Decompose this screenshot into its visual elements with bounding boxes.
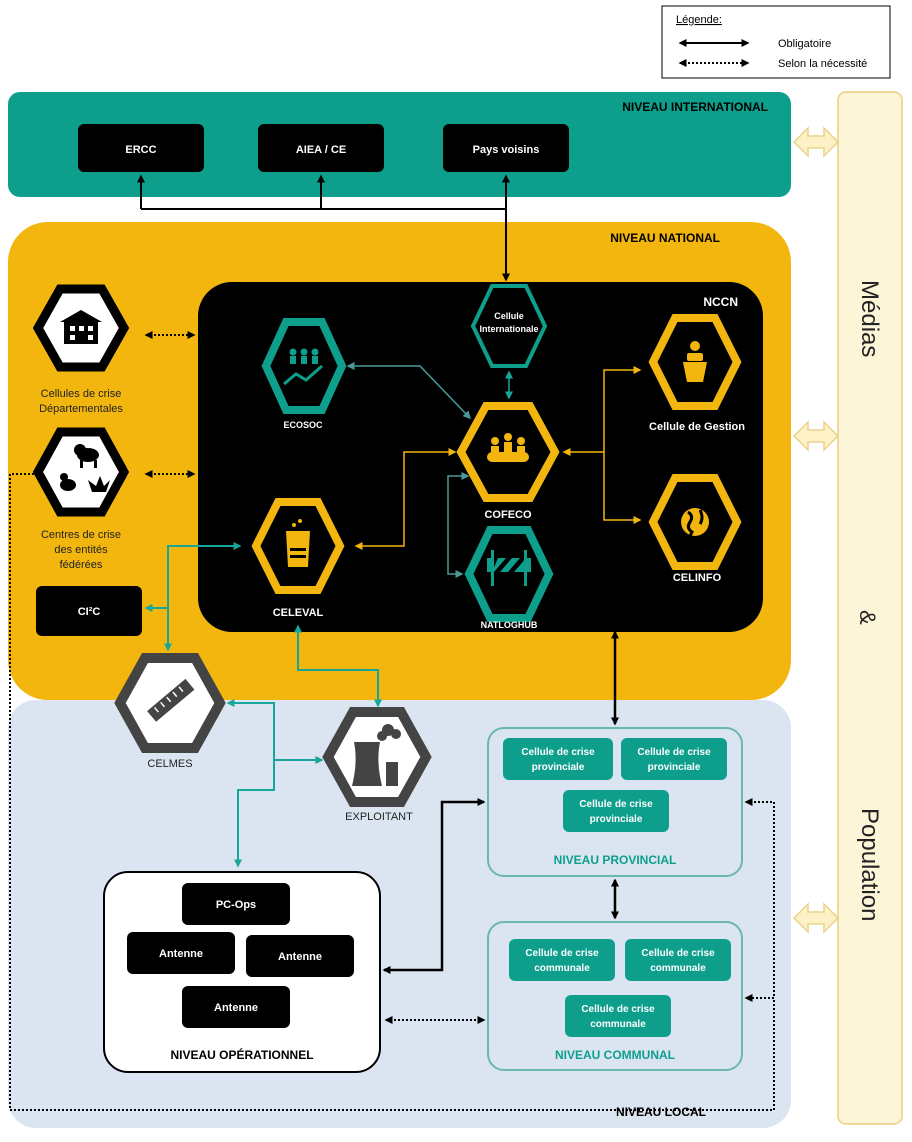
celeval-hex (251, 498, 345, 594)
nccn-connectors (346, 362, 642, 578)
federated-entities-label-2: des entités (54, 544, 108, 556)
federated-entities-label-3: fédérées (60, 559, 103, 571)
communal-cell-2: Cellule de crise communale (625, 939, 731, 981)
nccn-title: NCCN (703, 295, 738, 309)
departmental-cells-hex (32, 284, 130, 372)
svg-text:communale: communale (534, 963, 590, 974)
international-cell-hex: Cellule Internationale (470, 284, 548, 368)
animals-icon (60, 444, 110, 492)
communal-cell-1: Cellule de crise communale (509, 939, 615, 981)
svg-text:ERCC: ERCC (125, 144, 156, 156)
local-level-title: NIVEAU LOCAL (616, 1105, 706, 1119)
svg-text:provinciale: provinciale (648, 762, 701, 773)
svg-text:Cellule de crise: Cellule de crise (521, 747, 595, 758)
speaker-podium-icon (683, 341, 707, 382)
celinfo-label: CELINFO (673, 572, 722, 584)
provincial-cell-1: Cellule de crise provinciale (503, 738, 613, 780)
road-barrier-icon (487, 550, 531, 586)
building-icon (60, 310, 102, 344)
globe-icon (681, 508, 709, 537)
international-cell-label-2: Internationale (479, 324, 538, 334)
ruler-icon (147, 678, 195, 722)
ecosoc-hex (261, 318, 347, 414)
black-dotted-connectors (9, 473, 775, 1111)
ecosoc-label: ECOSOC (283, 420, 323, 430)
media-population-panel: Médias & Population (837, 91, 903, 1125)
federated-entities-hex (32, 427, 130, 517)
management-cell-label: Cellule de Gestion (649, 421, 745, 433)
international-level-band (8, 92, 791, 197)
pcops-box: PC-Ops (182, 883, 290, 925)
departmental-cells-label-2: Départementales (39, 403, 123, 415)
national-media-arrow (792, 420, 840, 452)
local-media-arrow (792, 902, 840, 934)
provincial-cell-2: Cellule de crise provinciale (621, 738, 727, 780)
antenne-box-2: Antenne (246, 935, 354, 977)
operator-label: EXPLOITANT (345, 811, 413, 823)
federated-entities-label-1: Centres de crise (41, 529, 121, 541)
international-cell-label-1: Cellule (494, 311, 524, 321)
growth-team-icon (283, 348, 323, 386)
svg-text:Antenne: Antenne (159, 948, 203, 960)
provincial-cell-3: Cellule de crise provinciale (563, 790, 669, 832)
celmes-hex (114, 653, 226, 753)
svg-text:Pays voisins: Pays voisins (473, 144, 540, 156)
natloghub-label: NATLOGHUB (481, 620, 538, 630)
aiea-box: AIEA / CE (258, 124, 384, 172)
communal-level-title: NIVEAU COMMUNAL (555, 1048, 675, 1062)
national-level-title: NIVEAU NATIONAL (610, 231, 720, 245)
provincial-level-title: NIVEAU PROVINCIAL (554, 853, 677, 867)
svg-text:PC-Ops: PC-Ops (216, 899, 256, 911)
svg-text:communale: communale (590, 1019, 646, 1030)
departmental-cells-label-1: Cellules de crise (41, 388, 122, 400)
natloghub-hex (464, 526, 554, 622)
antenne-box-1: Antenne (127, 932, 235, 974)
legend: Légende: Obligatoire Selon la nécessité (661, 5, 891, 79)
media-arrows (792, 126, 840, 934)
side-dotted-connectors (144, 331, 196, 478)
svg-text:provinciale: provinciale (590, 814, 643, 825)
legend-mandatory: Obligatoire (778, 38, 831, 50)
cofeco-hex (456, 402, 560, 502)
svg-text:Cellule de crise: Cellule de crise (579, 799, 653, 810)
teal-connectors (144, 542, 382, 868)
neighbour-countries-box: Pays voisins (443, 124, 569, 172)
international-media-arrow (792, 126, 840, 158)
svg-text:CI²C: CI²C (78, 606, 101, 618)
svg-text:Antenne: Antenne (214, 1002, 258, 1014)
svg-text:Cellule de crise: Cellule de crise (525, 948, 599, 959)
svg-text:Cellule de crise: Cellule de crise (641, 948, 715, 959)
black-solid-connectors (382, 630, 619, 974)
svg-text:communale: communale (650, 963, 706, 974)
medias-label: Médias (856, 280, 883, 357)
svg-text:provinciale: provinciale (532, 762, 585, 773)
cofeco-label: COFECO (484, 509, 532, 521)
svg-text:AIEA / CE: AIEA / CE (296, 144, 346, 156)
international-level-title: NIVEAU INTERNATIONAL (622, 100, 768, 114)
svg-text:Antenne: Antenne (278, 951, 322, 963)
ercc-box: ERCC (78, 124, 204, 172)
and-label: & (855, 610, 880, 625)
beaker-icon (286, 519, 310, 567)
power-plant-icon (352, 724, 401, 786)
international-connectors (137, 174, 510, 282)
svg-text:Cellule de crise: Cellule de crise (581, 1004, 655, 1015)
celeval-label: CELEVAL (273, 607, 324, 619)
meeting-icon (487, 433, 529, 462)
antenne-box-3: Antenne (182, 986, 290, 1028)
communal-cell-3: Cellule de crise communale (565, 995, 671, 1037)
legend-as-needed: Selon la nécessité (778, 58, 867, 70)
population-label: Population (856, 808, 883, 921)
celinfo-hex (648, 474, 742, 570)
operator-hex (322, 707, 432, 807)
operational-level-title: NIVEAU OPÉRATIONNEL (170, 1047, 313, 1062)
operational-level-box: NIVEAU OPÉRATIONNEL (103, 871, 381, 1073)
celmes-label: CELMES (147, 758, 192, 770)
management-cell-hex (648, 314, 742, 410)
legend-title: Légende: (676, 14, 722, 26)
ci2c-box: CI²C (36, 586, 142, 636)
svg-text:Cellule de crise: Cellule de crise (637, 747, 711, 758)
